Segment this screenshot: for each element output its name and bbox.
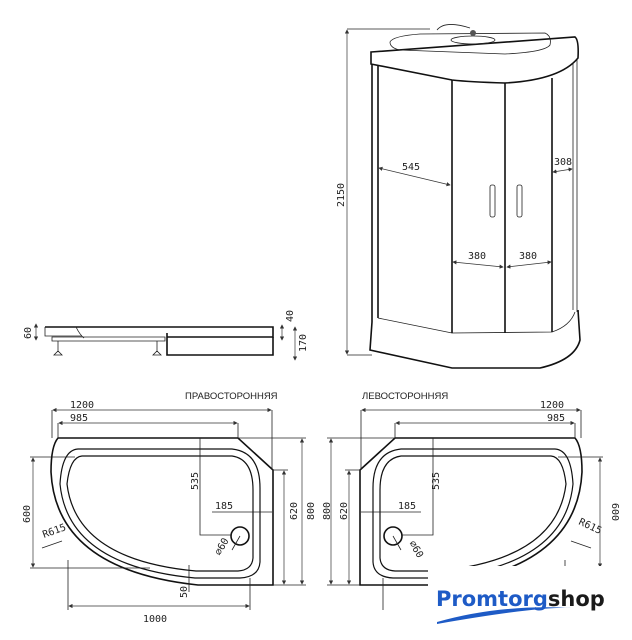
door-handle-right xyxy=(516,184,523,218)
shower-head-icon xyxy=(470,30,476,36)
left-tray-title: ЛЕВОСТОРОННЯЯ xyxy=(362,391,448,402)
tray-legs xyxy=(53,341,162,356)
door-handle-left xyxy=(489,184,496,218)
cabin-view: 2150 545 308 380 380 xyxy=(336,24,581,369)
drain-diameter-label: ⌀60 xyxy=(406,539,425,560)
radius-label: R615 xyxy=(577,517,603,537)
roof-top xyxy=(389,32,551,55)
left-hand-tray-labels: ЛЕВОСТОРОННЯЯ 1200 985 600 620 800 535 1… xyxy=(322,391,620,560)
right-hand-tray-plan xyxy=(30,407,306,610)
length-label: 1200 xyxy=(540,400,564,411)
cabin-base xyxy=(369,309,581,369)
door-frames xyxy=(451,78,553,333)
rim-height-label: 40 xyxy=(285,310,296,322)
door-right-width-label: 380 xyxy=(519,251,537,262)
cabin-roof xyxy=(370,36,579,84)
tray-side-view: 60 40 170 xyxy=(23,310,309,361)
radius-label: R615 xyxy=(41,522,67,541)
roof-dome xyxy=(436,24,471,31)
side-width-dimension xyxy=(552,167,573,174)
bottom-length-label: 1000 xyxy=(143,614,167,625)
panel-width-label: 545 xyxy=(402,162,420,173)
door-right-dimension xyxy=(506,260,552,269)
panel-width-dimension xyxy=(378,166,451,187)
drain-x-label: 185 xyxy=(398,501,416,512)
left-frame xyxy=(371,64,379,322)
promtorgshop-logo: Promtorgshop xyxy=(428,566,632,640)
depth-label: 800 xyxy=(322,502,333,520)
side-height-label: 620 xyxy=(289,502,300,520)
drain-x-label: 185 xyxy=(215,501,233,512)
right-frame xyxy=(572,60,578,312)
top-length-label: 985 xyxy=(70,413,88,424)
depth-label: 800 xyxy=(306,502,317,520)
logo-part2: shop xyxy=(548,587,605,611)
door-left-width-label: 380 xyxy=(468,251,486,262)
right-tray-title: ПРАВОСТОРОННЯЯ xyxy=(185,391,278,402)
tray-outline xyxy=(50,437,274,586)
height-extension-lines xyxy=(347,28,430,356)
total-height-label: 170 xyxy=(298,334,309,352)
extension-lines xyxy=(30,410,306,610)
svg-text:Promtorgshop: Promtorgshop xyxy=(436,587,605,611)
right-hand-tray-extra xyxy=(68,565,250,609)
tray-top-slab xyxy=(45,326,274,338)
roof-light xyxy=(450,35,496,45)
tray-apron xyxy=(166,333,274,356)
tray-height-label: 60 xyxy=(23,327,34,339)
tray-lip xyxy=(44,326,85,339)
leader-lines xyxy=(41,535,241,551)
tray-frame xyxy=(51,336,166,342)
tray-basin xyxy=(66,455,254,572)
logo-part1: Promtorg xyxy=(436,587,548,611)
door-left-dimension xyxy=(452,260,504,269)
top-length-label: 985 xyxy=(547,413,565,424)
drain-icon xyxy=(230,526,250,546)
bottom-frame xyxy=(377,311,576,334)
offset-label: 50 xyxy=(179,586,190,598)
drain-y-label: 535 xyxy=(431,472,442,490)
drain-y-label: 535 xyxy=(190,472,201,490)
side-width-label: 308 xyxy=(554,157,572,168)
cabin-height-label: 2150 xyxy=(336,183,347,207)
logo-swoosh xyxy=(437,607,572,624)
arc-height-label: 600 xyxy=(22,505,33,523)
side-height-label: 620 xyxy=(339,502,350,520)
length-label: 1200 xyxy=(70,400,94,411)
tray-inner-rim xyxy=(59,448,261,579)
drain-diameter-label: ⌀60 xyxy=(213,536,232,557)
arc-height-label: 600 xyxy=(609,503,620,521)
